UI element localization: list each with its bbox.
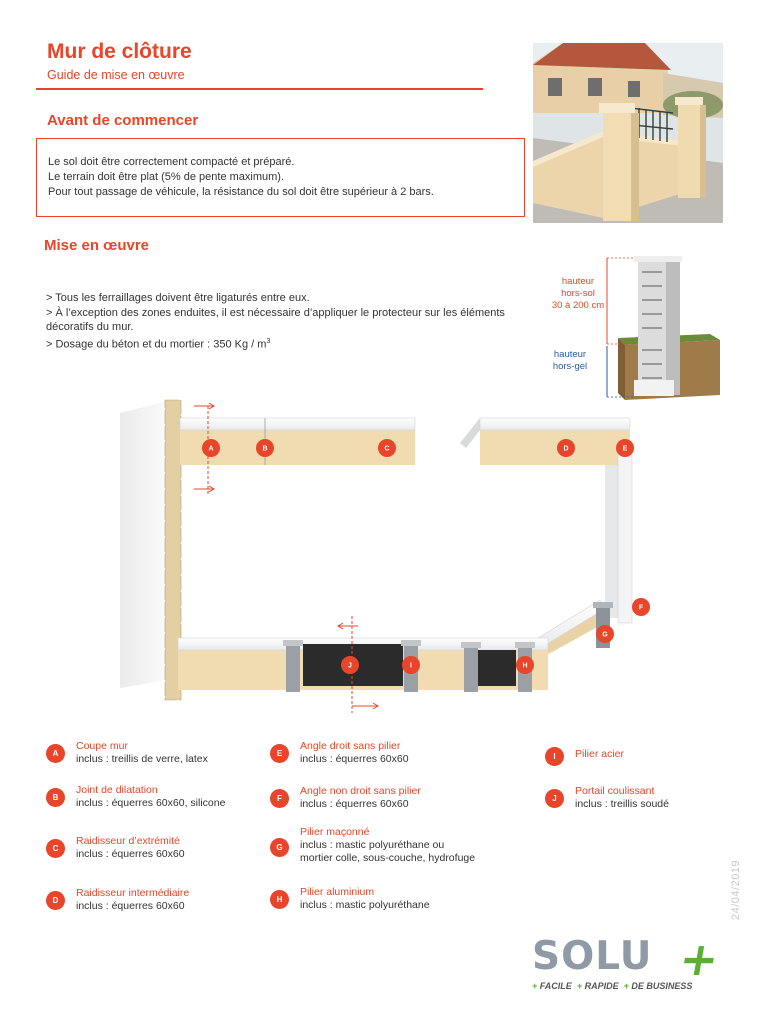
label-range: 30 à 200 cm	[551, 300, 605, 311]
plan-marker-h: H	[516, 656, 534, 674]
plan-marker-c: C	[378, 439, 396, 457]
label-hauteur-hors-sol: hauteur hors-sol 30 à 200 cm	[538, 276, 618, 312]
legend-badge-d: D	[46, 891, 65, 910]
label-hauteur: hauteur	[561, 276, 595, 287]
legend-desc-d: inclus : équerres 60x60	[76, 900, 185, 912]
legend-badge-a: A	[46, 744, 65, 763]
legend-badge-j: J	[545, 789, 564, 808]
plan-marker-label: E	[623, 446, 628, 453]
label-hauteur-hors-gel: hauteur hors-gel	[542, 349, 598, 373]
plan-marker-circle	[341, 656, 359, 674]
plan-marker-label: H	[522, 663, 527, 670]
plan-marker-circle	[632, 598, 650, 616]
plan-marker-f: F	[632, 598, 650, 616]
legend-desc-g: inclus : mastic polyuréthane ou	[300, 839, 445, 851]
legend-desc-f: inclus : équerres 60x60	[300, 798, 409, 810]
legend-title-j: Portail coulissant	[575, 785, 655, 797]
plus-icon: +	[623, 981, 629, 991]
section-heading-before: Avant de commencer	[47, 112, 199, 129]
plan-marker-circle	[402, 656, 420, 674]
legend-badge-g: G	[270, 838, 289, 857]
plan-marker-circle	[378, 439, 396, 457]
plan-marker-circle	[557, 439, 575, 457]
logo-tagline: + FACILE + RAPIDE + DE BUSINESS	[532, 981, 692, 991]
plan-marker-label: A	[208, 446, 213, 453]
mise-line-1: > Tous les ferraillages doivent être lig…	[46, 292, 310, 304]
mise-line-3: > Dosage du béton et du mortier : 350 Kg…	[46, 335, 526, 352]
plan-marker-j: J	[341, 656, 359, 674]
plan-marker-g: G	[596, 625, 614, 643]
mise-line-2: > À l’exception des zones enduites, il e…	[46, 306, 505, 334]
legend-title-g: Pilier maçonné	[300, 826, 370, 838]
legend-badge-i: I	[545, 747, 564, 766]
legend-desc-h: inclus : mastic polyuréthane	[300, 899, 430, 911]
mise-text: > Tous les ferraillages doivent être lig…	[46, 291, 526, 352]
plan-marker-label: F	[639, 605, 644, 612]
plan-marker-d: D	[557, 439, 575, 457]
plan-marker-label: G	[602, 632, 608, 639]
plan-marker-b: B	[256, 439, 274, 457]
legend-title-a: Coupe mur	[76, 740, 128, 752]
before-line-1: Le sol doit être correctement compacté e…	[48, 156, 295, 168]
plan-marker-label: J	[348, 663, 352, 670]
tagline-facile: FACILE	[539, 981, 572, 991]
legend-badge-c: C	[46, 839, 65, 858]
logo-wordmark: SOLU	[532, 934, 653, 979]
tagline-rapide: RAPIDE	[584, 981, 619, 991]
legend-title-h: Pilier aluminium	[300, 886, 375, 898]
plan-marker-a: A	[202, 439, 220, 457]
legend-desc-j: inclus : treillis soudé	[575, 798, 669, 810]
wall-plan-diagram: A B C D E F G H I J	[120, 388, 660, 728]
unit-exponent: 3	[266, 337, 271, 345]
before-line-3: Pour tout passage de véhicule, la résist…	[48, 186, 434, 198]
plan-marker-label: I	[410, 663, 412, 670]
legend-desc-g-2: mortier colle, sous-couche, hydrofuge	[300, 852, 476, 864]
legend-title-b: Joint de dilatation	[76, 784, 158, 796]
solu-logo: SOLU + + FACILE + RAPIDE + DE BUSINESS	[532, 932, 724, 994]
plan-marker-circle	[202, 439, 220, 457]
plan-marker-e: E	[616, 439, 634, 457]
legend-badge-h: H	[270, 890, 289, 909]
label-hors-gel: hors-gel	[552, 361, 588, 372]
plan-marker-label: D	[563, 446, 568, 453]
legend-desc-e: inclus : équerres 60x60	[300, 753, 409, 765]
legend-title-f: Angle non droit sans pilier	[300, 785, 421, 797]
pillar-height-figure: hauteur hors-sol 30 à 200 cm hauteur hor…	[530, 250, 730, 402]
page-subtitle: Guide de mise en œuvre	[47, 68, 185, 82]
plan-marker-label: C	[384, 446, 389, 453]
section-heading-mise: Mise en œuvre	[44, 237, 150, 254]
legend-title-e: Angle droit sans pilier	[300, 740, 401, 752]
mise-line-3-text: > Dosage du béton et du mortier : 350 Kg…	[46, 338, 267, 351]
plus-icon: +	[532, 981, 538, 991]
legend-badge-f: F	[270, 789, 289, 808]
date-stamp: 24/04/2019	[730, 859, 742, 920]
page-title: Mur de clôture	[47, 40, 192, 63]
before-box: Le sol doit être correctement compacté e…	[36, 138, 525, 217]
plan-marker-i: I	[402, 656, 420, 674]
legend-badge-e: E	[270, 744, 289, 763]
plus-icon: +	[576, 981, 583, 991]
wall-photo	[533, 43, 723, 223]
legend-desc-a: inclus : treillis de verre, latex	[76, 753, 208, 765]
label-hauteur-2: hauteur	[553, 349, 587, 360]
plan-marker-circle	[516, 656, 534, 674]
legend-title-c: Raidisseur d’extrémité	[76, 835, 180, 847]
tagline-business: DE BUSINESS	[631, 981, 693, 991]
legend-title-i: Pilier acier	[575, 748, 625, 760]
legend-badge-b: B	[46, 788, 65, 807]
label-hors-sol: hors-sol	[561, 288, 595, 299]
logo-plus-icon: +	[675, 932, 724, 986]
legend-desc-b: inclus : équerres 60x60, silicone	[76, 797, 226, 809]
legend-desc-c: inclus : équerres 60x60	[76, 848, 185, 860]
title-divider	[36, 88, 483, 90]
plan-marker-circle	[596, 625, 614, 643]
plan-marker-label: B	[262, 446, 267, 453]
before-line-2: Le terrain doit être plat (5% de pente m…	[48, 171, 285, 183]
marker-layer: A B C D E F G H I J	[202, 439, 650, 674]
plan-marker-circle	[616, 439, 634, 457]
legend-title-d: Raidisseur intermédiaire	[76, 887, 190, 899]
plan-marker-circle	[256, 439, 274, 457]
